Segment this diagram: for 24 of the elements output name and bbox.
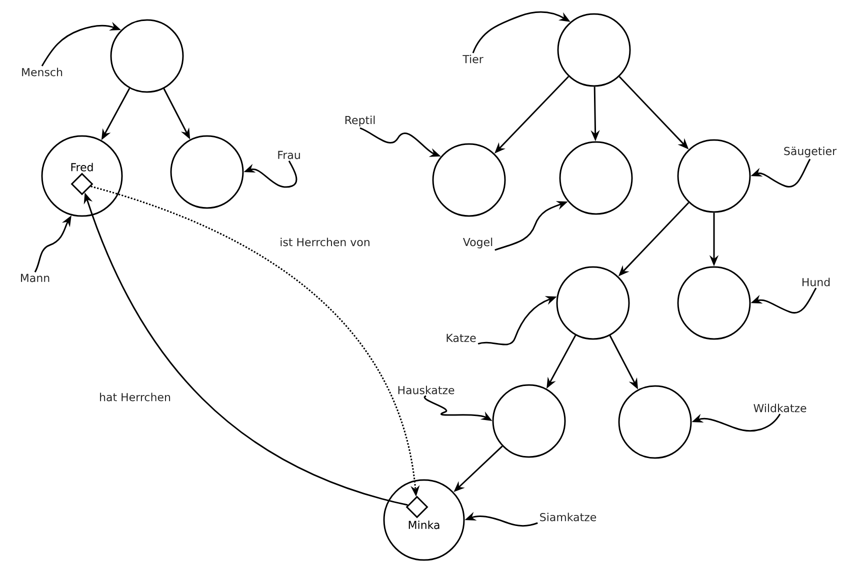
class-label: Katze bbox=[446, 334, 476, 342]
class-label: Siamkatze bbox=[540, 512, 596, 522]
class-label: Reptil bbox=[345, 116, 375, 126]
class-label: Frau bbox=[278, 150, 300, 160]
class-label: Hauskatze bbox=[398, 386, 454, 394]
class-circle bbox=[557, 13, 631, 87]
class-label: Mann bbox=[21, 274, 50, 282]
class-circle bbox=[110, 19, 184, 93]
class-label: Tier bbox=[462, 54, 484, 64]
class-circle bbox=[432, 143, 506, 217]
edge-label: ist Herrchen von bbox=[278, 236, 372, 248]
class-circle bbox=[559, 141, 633, 215]
class-circle bbox=[556, 266, 630, 340]
class-label: Hund bbox=[802, 278, 830, 286]
edge-label: hat Herrchen bbox=[98, 392, 172, 402]
class-label: Säugetier bbox=[784, 146, 837, 158]
class-circle bbox=[492, 384, 566, 458]
class-circle bbox=[677, 266, 751, 340]
class-label: Wildkatze bbox=[754, 404, 806, 412]
class-circle bbox=[618, 385, 692, 459]
class-circle bbox=[170, 135, 244, 209]
class-circle bbox=[677, 139, 751, 213]
class-label: Mensch bbox=[22, 68, 62, 76]
class-label: Vogel bbox=[462, 238, 492, 248]
